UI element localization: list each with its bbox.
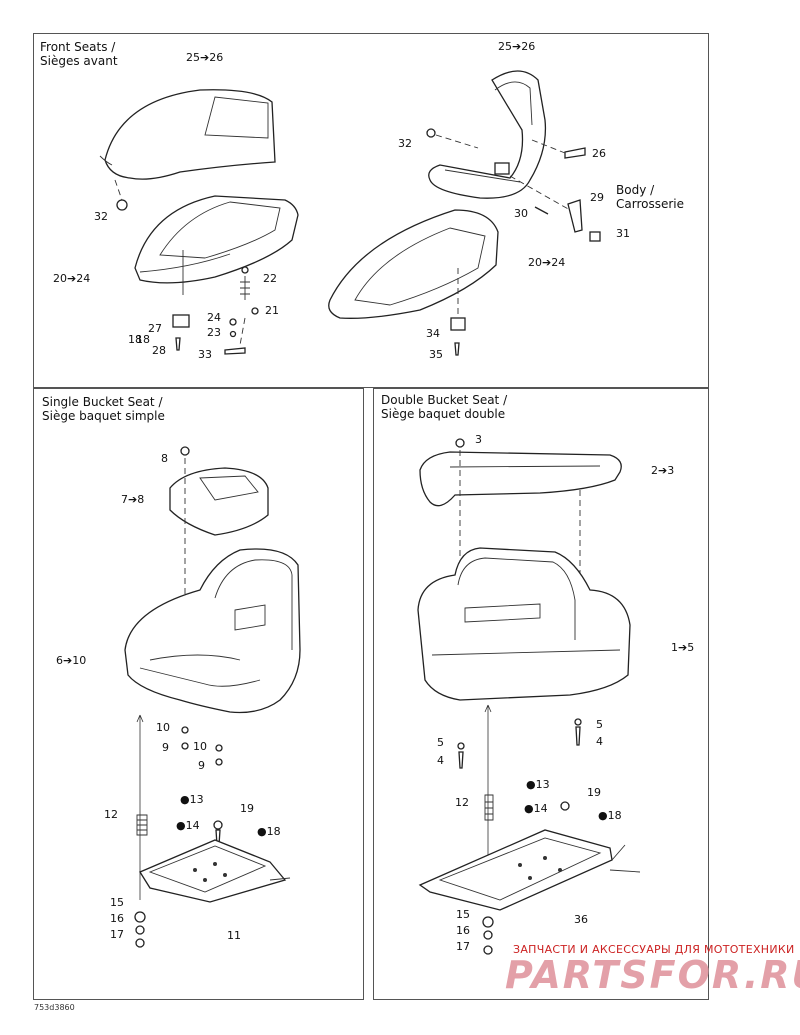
part-label: 27 (148, 322, 162, 335)
part-label: 9 (162, 741, 169, 754)
single-seat-title-en: Single Bucket Seat / (42, 395, 163, 409)
part-label: 33 (198, 348, 212, 361)
part-label: 17 (456, 940, 470, 953)
part-label: ●14 (524, 802, 548, 815)
figure-code: 753d3860 (34, 1003, 75, 1012)
double-seat-title-fr: Siège baquet double (381, 407, 506, 421)
part-label: 22 (263, 272, 277, 285)
single-seat-frame (33, 388, 364, 1000)
part-label: 25➔26 (498, 40, 536, 53)
part-label: ●13 (180, 793, 204, 806)
part-label: 12 (104, 808, 118, 821)
part-label: 17 (110, 928, 124, 941)
part-label: 16 (110, 912, 124, 925)
part-label: 19 (587, 786, 601, 799)
double-seat-frame (373, 388, 709, 1000)
part-label: 26 (592, 147, 606, 160)
double-seat-base-plate (418, 829, 613, 911)
body-label-fr: Carrosserie (616, 197, 685, 211)
double-seat-title: Double Bucket Seat / Siège baquet double (381, 393, 507, 421)
part-label: 16 (456, 924, 470, 937)
part-label: 15 (110, 896, 124, 909)
front-seats-frame (33, 33, 709, 388)
part-label: 29 (590, 191, 604, 204)
watermark-text: ЗАПЧАСТИ И АКСЕССУАРЫ ДЛЯ МОТОТЕХНИКИ (513, 943, 795, 956)
double-seat-title-en: Double Bucket Seat / (381, 393, 508, 407)
part-label: 20➔24 (528, 256, 566, 269)
double-bucket-seat (417, 547, 631, 701)
single-seat-cushion-top (169, 467, 269, 536)
part-label: 4 (437, 754, 444, 767)
part-label: 9 (198, 759, 205, 772)
front-seat-backrest-right (428, 70, 547, 199)
front-seats-title-en: Front Seats / (40, 40, 116, 54)
body-label: Body / Carrosserie (616, 183, 684, 211)
part-label: 18 (136, 333, 150, 346)
part-label: 35 (429, 348, 443, 361)
front-seats-title-fr: Sièges avant (40, 54, 118, 68)
part-label: ●14 (176, 819, 200, 832)
watermark-logo: PARTSFOR.RU (505, 953, 800, 997)
body-label-en: Body / (616, 183, 655, 197)
part-label: 11 (227, 929, 241, 942)
part-label: 25➔26 (186, 51, 224, 64)
part-label: 21 (265, 304, 279, 317)
part-label: 12 (455, 796, 469, 809)
part-label: 3 (475, 433, 482, 446)
part-label: 18 (128, 333, 142, 346)
part-label: 6➔10 (56, 654, 87, 667)
front-seats-title: Front Seats / Sièges avant (40, 40, 118, 68)
part-label: 10 (156, 721, 170, 734)
part-label: ●13 (526, 778, 550, 791)
part-label: 1➔5 (671, 641, 695, 654)
part-label: 7➔8 (121, 493, 145, 506)
part-label: ●18 (598, 809, 622, 822)
front-seat-base-right (328, 209, 499, 319)
part-label: 28 (152, 344, 166, 357)
part-label: 36 (574, 913, 588, 926)
front-seat-base-left (134, 195, 299, 284)
part-label: 2➔3 (651, 464, 675, 477)
part-label: 30 (514, 207, 528, 220)
part-label: 4 (596, 735, 603, 748)
part-label: 34 (426, 327, 440, 340)
double-seat-cushion-top (419, 451, 622, 507)
part-label: 32 (94, 210, 108, 223)
single-seat-title-fr: Siège baquet simple (42, 409, 165, 423)
single-bucket-seat (124, 548, 301, 714)
part-label: 20➔24 (53, 272, 91, 285)
part-label: 31 (616, 227, 630, 240)
part-label: 10 (193, 740, 207, 753)
front-seat-backrest-left (104, 89, 276, 180)
single-seat-title: Single Bucket Seat / Siège baquet simple (42, 395, 165, 423)
part-label: 24 (207, 311, 221, 324)
part-label: 5 (596, 718, 603, 731)
part-label: 8 (161, 452, 168, 465)
part-label: 23 (207, 326, 221, 339)
single-seat-base-plate (139, 839, 287, 903)
part-label: 32 (398, 137, 412, 150)
part-label: 19 (240, 802, 254, 815)
part-label: ●18 (257, 825, 281, 838)
part-label: 15 (456, 908, 470, 921)
part-label: 5 (437, 736, 444, 749)
